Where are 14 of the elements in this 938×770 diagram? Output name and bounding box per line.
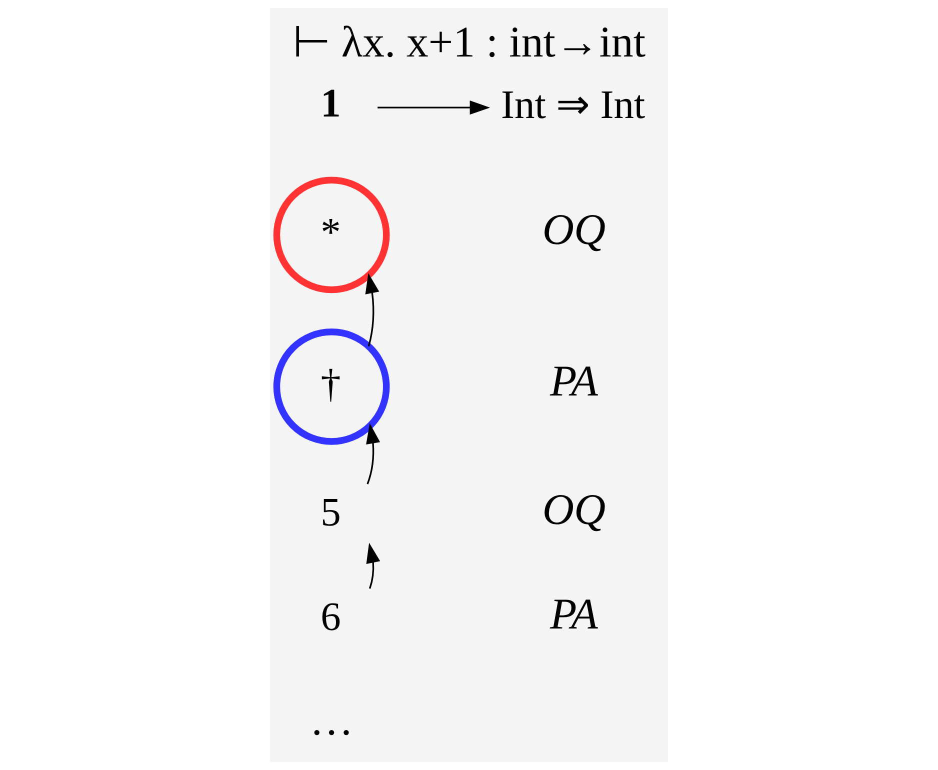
diagram-title: ⊢ λx. x+1 : int→int	[292, 18, 646, 67]
node-text: 6	[320, 594, 341, 639]
label: PA	[550, 590, 598, 638]
node-text: 5	[320, 489, 341, 534]
label: OQ	[542, 206, 606, 254]
node-text: 1	[320, 80, 341, 126]
arrow	[378, 100, 490, 115]
arrow	[365, 273, 380, 346]
label: PA	[550, 358, 598, 406]
label: …	[310, 696, 354, 745]
arrow	[366, 423, 380, 484]
label: OQ	[542, 486, 606, 534]
node-text: Int ⇒ Int	[501, 82, 646, 128]
arrow	[366, 542, 380, 589]
